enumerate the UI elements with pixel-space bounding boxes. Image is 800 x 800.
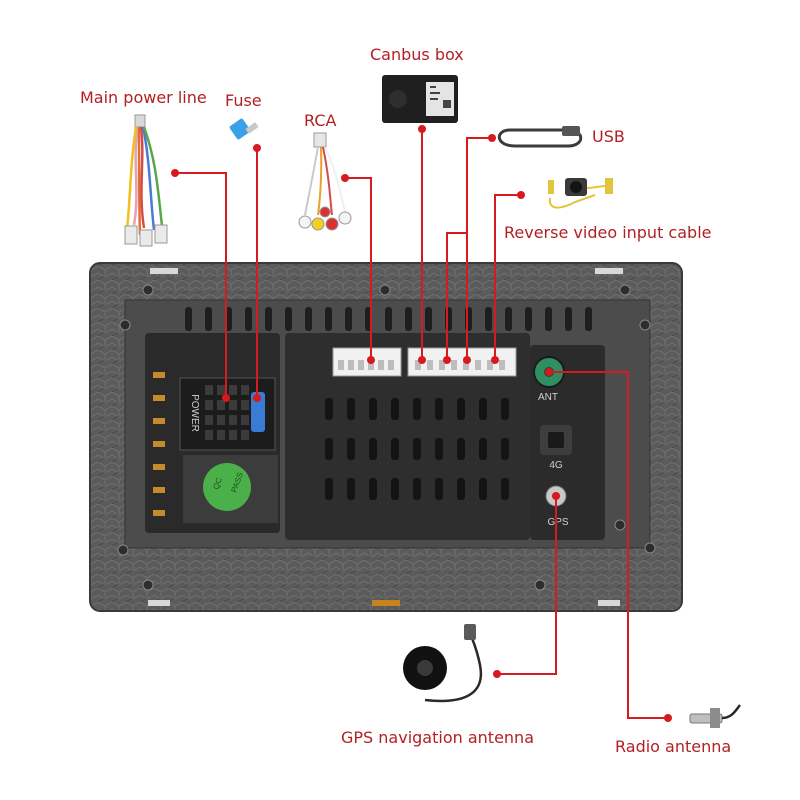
ant-marking: ANT bbox=[538, 392, 558, 403]
four-g-marking: 4G bbox=[549, 460, 563, 471]
usb-label: USB bbox=[592, 127, 625, 146]
radio-antenna-label: Radio antenna bbox=[615, 737, 732, 756]
fuse-label: Fuse bbox=[225, 91, 262, 110]
leader-lines bbox=[175, 129, 668, 719]
gps-marking: GPS bbox=[547, 517, 568, 528]
usb-cable-image bbox=[497, 126, 583, 148]
gps-antenna-label: GPS navigation antenna bbox=[341, 728, 534, 747]
power-marking: POWER bbox=[189, 394, 200, 432]
main-board bbox=[285, 333, 530, 540]
qc-sticker bbox=[203, 463, 251, 511]
rca-harness-image bbox=[298, 132, 352, 231]
leader-dots bbox=[171, 125, 672, 722]
power-module: POWER QC PASS bbox=[145, 333, 280, 533]
antenna-module: ANT 4G GPS bbox=[530, 345, 605, 540]
radio-antenna-image bbox=[689, 704, 741, 728]
canbus-box-label: Canbus box bbox=[370, 45, 464, 64]
qc-marking: QC bbox=[211, 476, 224, 491]
reverse-camera-image bbox=[548, 178, 613, 209]
fuse-image bbox=[229, 118, 259, 140]
canbus-box-image bbox=[382, 75, 458, 123]
gps-antenna-image bbox=[403, 624, 483, 703]
rca-label: RCA bbox=[304, 111, 337, 130]
reverse-video-label: Reverse video input cable bbox=[504, 223, 712, 242]
main-power-harness-image bbox=[124, 114, 168, 247]
main-power-line-label: Main power line bbox=[80, 88, 207, 107]
